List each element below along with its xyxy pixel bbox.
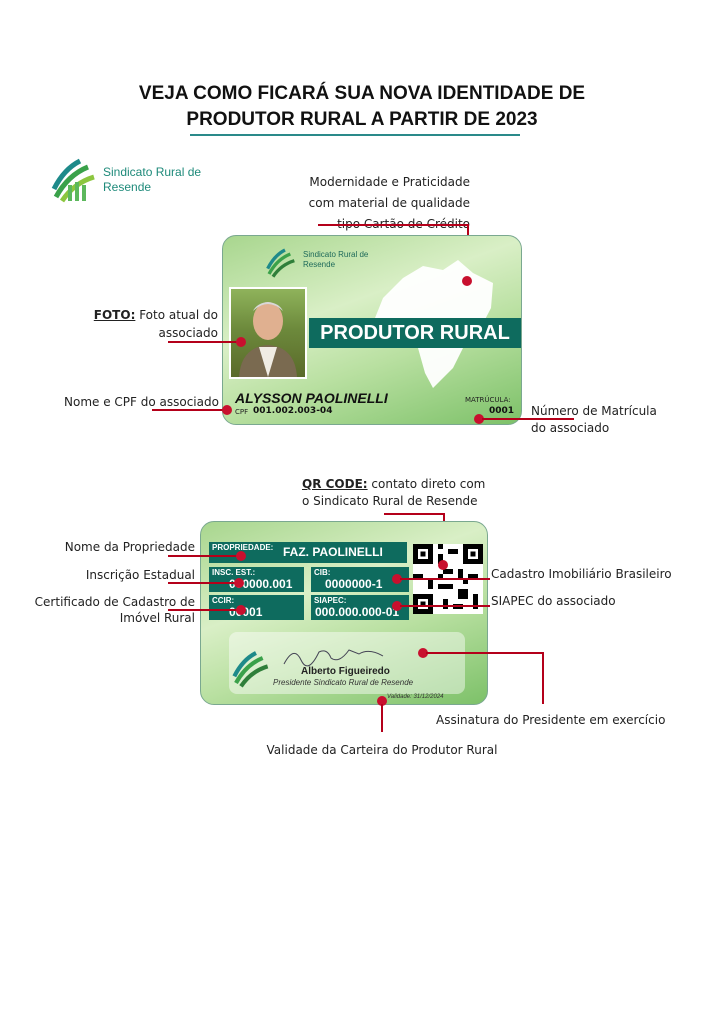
propriedade-value: FAZ. PAOLINELLI — [283, 545, 383, 559]
marker-dot — [222, 405, 232, 415]
leader-line — [168, 341, 240, 343]
card-org-line-2: Resende — [303, 260, 336, 269]
validade-value: Validade: 31/12/2024 — [387, 694, 444, 700]
marker-dot — [392, 574, 402, 584]
card-org-name: Sindicato Rural de Resende — [303, 250, 368, 270]
leader-line — [168, 555, 240, 557]
annotation-siapec: SIAPEC do associado — [491, 594, 616, 608]
annotation-qr-line-2: o Sindicato Rural de Resende — [302, 494, 478, 508]
marker-dot — [236, 605, 246, 615]
annotation-modernidade: Modernidade e Praticidade com material d… — [280, 172, 470, 235]
cpf-label: CPF — [235, 408, 249, 416]
ccir-label: CCIR: — [212, 596, 235, 605]
marker-dot — [438, 560, 448, 570]
matricula-value: 0001 — [489, 406, 515, 416]
field-propriedade: PROPRIEDADE: FAZ. PAOLINELLI — [209, 542, 407, 563]
card-org-line-1: Sindicato Rural de — [303, 250, 369, 259]
annotation-propriedade: Nome da Propriedade — [64, 540, 195, 554]
cib-value: 0000000-1 — [325, 577, 383, 591]
insc-label: INSC. EST.: — [212, 568, 256, 577]
annotation-qr-bold: QR CODE: — [302, 477, 368, 491]
annotation-foto-rest: Foto atual do — [135, 308, 218, 322]
card-logo-icon — [265, 246, 297, 278]
sindicato-logo-icon — [50, 155, 98, 203]
marker-dot — [377, 696, 387, 706]
leader-line — [168, 609, 240, 611]
back-logo-icon — [231, 648, 271, 688]
annotation-modernidade-line-2: com material de qualidade — [308, 196, 470, 210]
annotation-modernidade-line-1: Modernidade e Praticidade — [309, 175, 470, 189]
signature-panel — [229, 632, 465, 694]
siapec-value: 000.000.000-01 — [315, 605, 400, 619]
leader-line — [168, 582, 238, 584]
field-insc-est: INSC. EST.: 000000.001 — [209, 567, 304, 592]
marker-dot — [236, 551, 246, 561]
annotation-ccir-line-2: Imóvel Rural — [119, 611, 195, 625]
annotation-foto-line-2: associado — [158, 326, 218, 340]
annotation-qr: QR CODE: contato direto com o Sindicato … — [302, 476, 485, 510]
annotation-matricula: Número de Matrícula do associado — [531, 403, 657, 437]
insc-value: 000000.001 — [229, 577, 293, 591]
logo-text-line-2: Resende — [103, 180, 152, 194]
leader-line — [426, 652, 544, 654]
president-name: Alberto Figueiredo — [301, 666, 390, 677]
marker-dot — [418, 648, 428, 658]
annotation-cib: Cadastro Imobiliário Brasileiro — [491, 567, 672, 581]
cpf-value: 001.002.003-04 — [253, 406, 333, 416]
leader-line — [482, 418, 574, 420]
title-underline — [190, 134, 520, 136]
id-card-front: Sindicato Rural de Resende PRODUTOR RURA… — [222, 235, 522, 425]
siapec-label: SIAPEC: — [314, 596, 347, 605]
field-ccir: CCIR: 00001 — [209, 595, 304, 620]
logo-text-line-1: Sindicato Rural de — [103, 165, 202, 179]
logo-text: Sindicato Rural de Resende — [103, 165, 201, 195]
member-photo — [229, 287, 307, 379]
marker-dot — [462, 276, 472, 286]
annotation-foto: FOTO: Foto atual do associado — [60, 306, 218, 342]
marker-dot — [234, 578, 244, 588]
marker-dot — [474, 414, 484, 424]
propriedade-label: PROPRIEDADE: — [212, 543, 274, 552]
signature-image — [283, 649, 384, 667]
page-title-line-2: PRODUTOR RURAL A PARTIR DE 2023 — [186, 109, 538, 130]
annotation-foto-bold: FOTO: — [93, 308, 136, 322]
member-name: ALYSSON PAOLINELLI — [235, 390, 388, 406]
annotation-qr-rest: contato direto com — [367, 477, 486, 491]
annotation-ccir-line-1: Certificado de Cadastro de — [34, 595, 195, 609]
card-banner: PRODUTOR RURAL — [309, 318, 521, 348]
matricula-label: MATRÚCULA: — [465, 396, 511, 404]
cib-label: CIB: — [314, 568, 331, 577]
annotation-validade: Validade da Carteira do Produtor Rural — [266, 743, 498, 757]
leader-line — [400, 605, 490, 607]
president-title: Presidente Sindicato Rural de Resende — [273, 678, 414, 687]
annotation-nome-cpf: Nome e CPF do associado — [64, 395, 219, 409]
leader-line — [384, 513, 444, 515]
annotation-inscricao: Inscrição Estadual — [85, 568, 195, 582]
leader-line — [542, 652, 544, 704]
page-title-line-1: VEJA COMO FICARÁ SUA NOVA IDENTIDADE DE — [138, 83, 586, 104]
annotation-matricula-line-1: Número de Matrícula — [531, 404, 657, 418]
leader-line — [381, 704, 383, 732]
ccir-value: 00001 — [229, 605, 263, 619]
marker-dot — [392, 601, 402, 611]
leader-line — [400, 578, 490, 580]
annotation-matricula-line-2: do associado — [531, 421, 610, 435]
annotation-ccir: Certificado de Cadastro de Imóvel Rural — [20, 594, 195, 626]
marker-dot — [236, 337, 246, 347]
leader-line — [318, 224, 468, 226]
annotation-assinatura: Assinatura do Presidente em exercício — [436, 713, 666, 727]
leader-line — [152, 409, 228, 411]
